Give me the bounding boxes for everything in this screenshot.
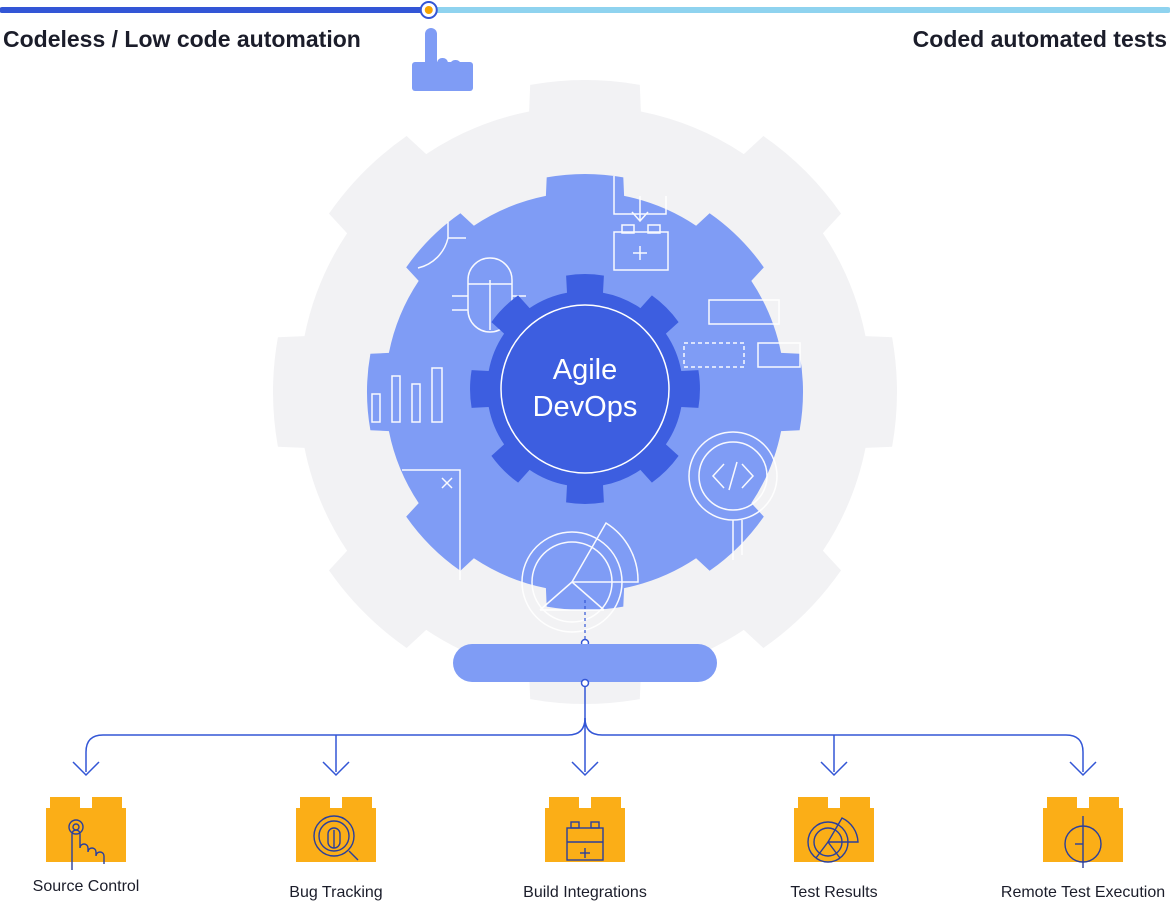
tool-label-build-integrations: Build Integrations <box>523 884 647 901</box>
center-title-line2: DevOps <box>532 391 638 423</box>
tool-block-3[interactable] <box>794 797 874 863</box>
branch-line-remote-test-execution <box>584 717 1084 772</box>
target-icon <box>1064 816 1102 868</box>
branch-connectors <box>72 717 1097 777</box>
chart-arc-icon <box>417 222 466 269</box>
tool-label-bug-tracking: Bug Tracking <box>289 884 383 901</box>
flow-blocks-icon <box>683 299 801 368</box>
bug-magnifier-icon <box>313 815 359 861</box>
branch-arrow-3 <box>820 761 848 777</box>
branch-arrow-1 <box>322 761 350 777</box>
pointer-hand-icon <box>412 28 473 91</box>
building-block-icon <box>566 821 604 861</box>
tool-label-test-results: Test Results <box>790 884 878 901</box>
branch-arrow-2 <box>571 761 599 777</box>
pie-chart-outline-icon <box>521 521 639 633</box>
tool-block-2[interactable] <box>545 797 625 862</box>
codeless-label: Codeless / Low code automation <box>3 26 361 52</box>
download-block-icon <box>613 176 669 271</box>
window-close-icon <box>402 469 461 580</box>
tool-blocks <box>46 797 1123 870</box>
decorative-icons <box>371 176 801 633</box>
center-title: Agile DevOps <box>485 352 685 426</box>
tool-label-source-control: Source Control <box>32 878 140 895</box>
bar-chart-icon <box>371 367 443 423</box>
tool-block-0[interactable] <box>46 797 126 870</box>
pie-chart-icon <box>807 817 859 863</box>
branch-arrow-4 <box>1069 761 1097 777</box>
pointer-hand-icon <box>68 819 105 870</box>
connector-node-bottom <box>580 678 590 688</box>
branch-line-source-control <box>85 717 586 772</box>
inner-gear-shape <box>470 274 700 504</box>
tool-block-4[interactable] <box>1043 797 1123 868</box>
coded-tests-label: Coded automated tests <box>912 26 1167 52</box>
tool-label-remote-test-execution: Remote Test Execution <box>1000 884 1166 901</box>
slider-handle[interactable] <box>419 1 438 19</box>
center-title-line1: Agile <box>552 354 618 386</box>
tool-block-1[interactable] <box>296 797 376 862</box>
integration-bar[interactable] <box>453 644 717 682</box>
code-magnifier-icon <box>688 431 778 560</box>
inner-gear <box>470 274 700 504</box>
branch-arrow-0 <box>72 761 100 777</box>
center-ring <box>500 304 670 474</box>
